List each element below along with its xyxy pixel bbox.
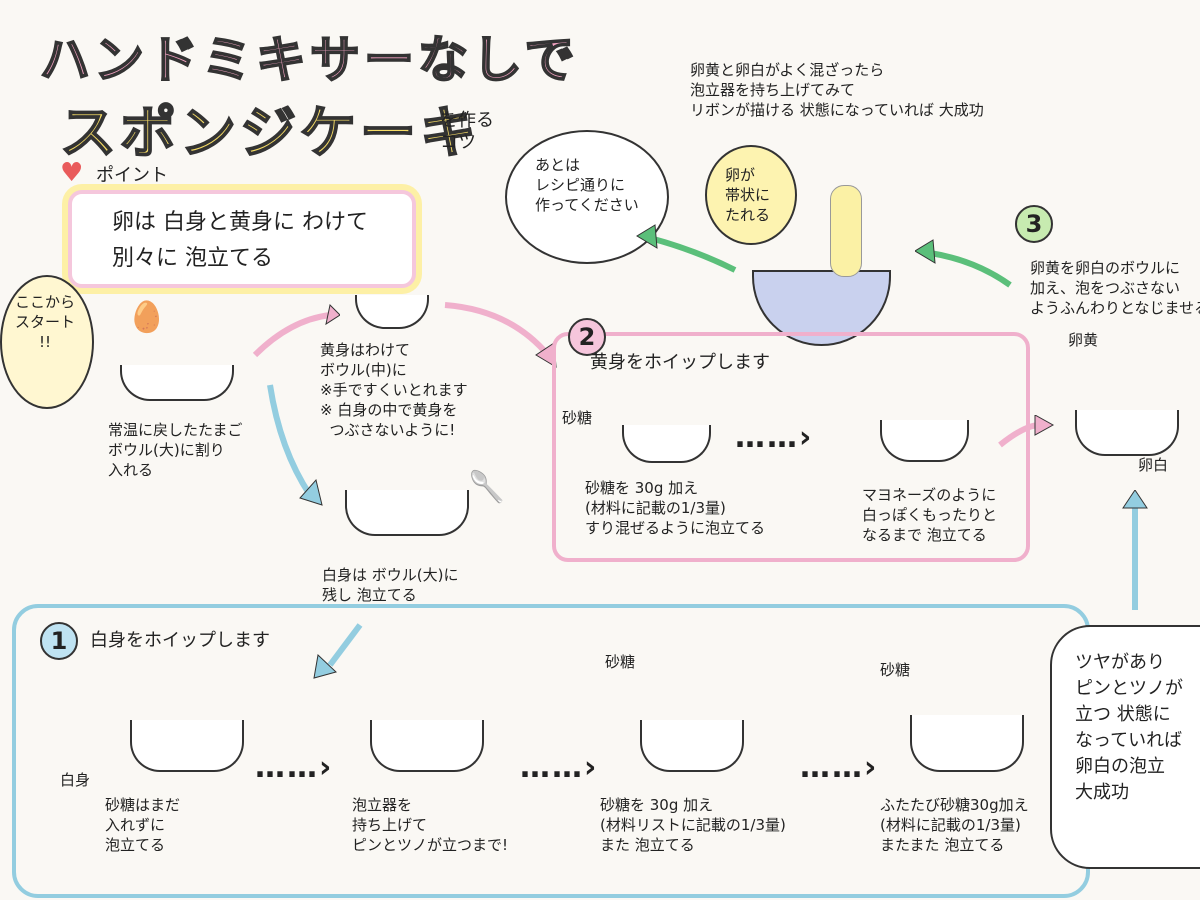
step2-sugar-label: 砂糖 xyxy=(562,409,593,427)
step1-sugar2: 砂糖 xyxy=(880,661,911,679)
step2-desc2: マヨネーズのように 白っぽくもったりと なるまで 泡立てる xyxy=(862,486,998,544)
step1-arrow1: ……› xyxy=(255,750,334,785)
pink-arrow-step3 xyxy=(998,415,1055,448)
whisk-icon: 🥄 xyxy=(468,470,506,505)
green-arrow-left xyxy=(636,224,737,273)
cracked-egg-icon: 🥚 xyxy=(128,300,166,335)
step1-desc1: 砂糖はまだ 入れずに 泡立てる xyxy=(105,796,181,854)
title-line2: スポンジケーキ xyxy=(59,100,480,167)
large-bowl-icon xyxy=(120,365,234,401)
step1-arrow3: ……› xyxy=(800,750,879,785)
step1-number: 1 xyxy=(40,622,78,660)
step3-bowl-icon xyxy=(1075,410,1179,456)
green-arrow-left-2 xyxy=(915,239,1012,288)
step2-bowl2-icon xyxy=(880,420,969,462)
step1-heading: 白身をホイップします xyxy=(90,630,270,651)
final-note-text: ツヤがあり ピンとツノが 立つ 状態に なっていれば 卵白の泡立 大成功 xyxy=(1075,652,1183,803)
step3-yolk-label: 卵黄 xyxy=(1068,331,1099,349)
step1-sugar1: 砂糖 xyxy=(605,653,636,671)
step2-box xyxy=(552,332,1030,562)
start-bubble-text: ここから スタート !! xyxy=(14,293,75,351)
step3-desc: 卵黄を卵白のボウルに 加え、泡をつぶさない ようふんわりとなじませる xyxy=(1030,259,1200,317)
point-text: 卵は 白身と黄身に わけて 別々に 泡立てる xyxy=(112,210,368,271)
yolk-sep-desc: 黄身はわけて ボウル(中)に ※手ですくいとれます ※ 白身の中で黄身を つぶさ… xyxy=(320,341,468,439)
drip-bubble xyxy=(705,145,797,245)
step1-arrow2: ……› xyxy=(520,750,599,785)
large-bowl-white-icon xyxy=(345,490,469,536)
pink-arrow-right xyxy=(444,302,557,368)
blue-arrow-down-step1 xyxy=(313,623,363,679)
final-note-bubble xyxy=(1050,625,1200,869)
follow-recipe-bubble xyxy=(505,130,669,264)
start-bubble xyxy=(0,275,94,409)
step1-desc2: 泡立器を 持ち上げて ピンとツノが立つまで! xyxy=(352,796,509,854)
title-suffix: を作る コツ xyxy=(440,110,494,153)
step3-white-label: 卵白 xyxy=(1138,456,1169,474)
step2-bowl1-icon xyxy=(622,425,711,463)
step2-desc1: 砂糖を 30g 加え (材料に記載の1/3量) すり混ぜるように泡立てる xyxy=(585,479,766,537)
step2-number: 2 xyxy=(568,318,606,356)
step2-heading: 黄身をホイップします xyxy=(590,352,770,373)
heart-icon: ♥ xyxy=(60,158,84,188)
step1-desc4: ふたたび砂糖30g加え (材料に記載の1/3量) またまた 泡立てる xyxy=(880,796,1029,854)
follow-recipe-text: あとは レシピ通りに 作ってください xyxy=(535,156,639,214)
pink-arrow-up xyxy=(252,303,340,358)
white-sep-desc: 白身は ボウル(大)に 残し 泡立てる xyxy=(322,566,459,604)
point-box xyxy=(68,190,416,288)
start-desc: 常温に戻したたまご ボウル(大)に割り 入れる xyxy=(108,421,243,479)
medium-bowl-icon xyxy=(355,295,429,329)
point-label: ポイント xyxy=(96,165,168,186)
finish-text: 卵黄と卵白がよく混ざったら 泡立器を持ち上げてみて リボンが描ける 状態になって… xyxy=(690,61,984,119)
step1-white-label: 白身 xyxy=(60,771,91,789)
drip-bubble-text: 卵が 帯状に たれる xyxy=(725,166,771,224)
step2-dotted-arrow: ……› xyxy=(735,420,814,455)
batter-ribbon xyxy=(830,185,862,277)
step1-bowl2-icon xyxy=(370,720,484,772)
step1-bowl1-icon xyxy=(130,720,244,772)
blue-arrow-up xyxy=(1122,490,1148,610)
step1-bowl4-icon xyxy=(910,715,1024,772)
title-line1: ハンドミキサーなしで xyxy=(39,30,579,90)
step1-bowl3-icon xyxy=(640,720,744,772)
blue-arrow-down xyxy=(267,384,323,506)
step1-desc3: 砂糖を 30g 加え (材料リストに記載の1/3量) また 泡立てる xyxy=(600,796,786,854)
step3-number: 3 xyxy=(1015,205,1053,243)
